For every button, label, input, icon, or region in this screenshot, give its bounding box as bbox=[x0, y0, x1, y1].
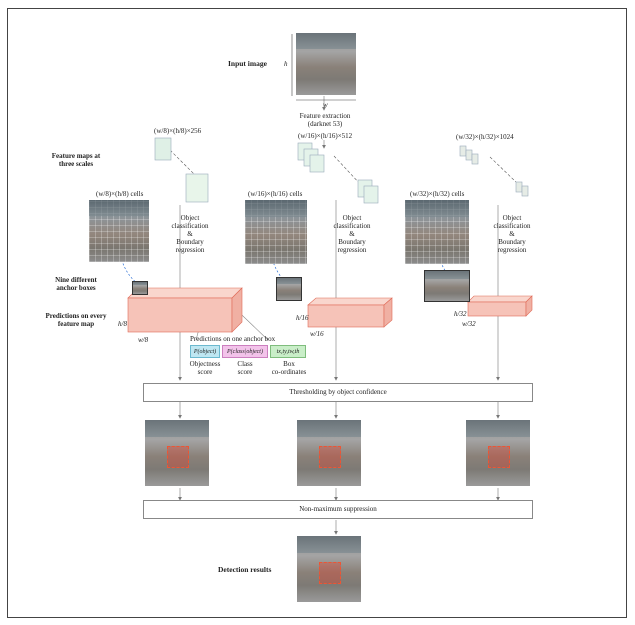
detection-image-2 bbox=[297, 420, 361, 486]
feature-extraction-label: Feature extraction (darknet 53) bbox=[299, 112, 351, 129]
detection-image-3 bbox=[466, 420, 530, 486]
grid-image-2 bbox=[245, 200, 307, 264]
dim-w-label: w bbox=[323, 101, 328, 109]
tensor-3-h: h/32 bbox=[454, 310, 467, 318]
prediction-tensor-1 bbox=[127, 287, 243, 333]
scale-3-cells: (w/32)×(h/32) cells bbox=[410, 190, 465, 198]
obj-class-label-3: Object classification & Boundary regress… bbox=[493, 214, 531, 255]
thresholding-box: Thresholding by object confidence bbox=[143, 383, 533, 402]
prediction-tensor-2 bbox=[307, 297, 393, 328]
obj-class-label-1: Object classification & Boundary regress… bbox=[171, 214, 209, 255]
chip-class: P(class|object) bbox=[222, 345, 268, 358]
scale-1-size: (w/8)×(h/8)×256 bbox=[154, 127, 202, 135]
feature-map-stack-2 bbox=[297, 142, 379, 204]
grid-image-3 bbox=[405, 200, 469, 264]
predictions-label: Predictions on every feature map bbox=[45, 312, 107, 329]
prediction-tensor-3 bbox=[467, 295, 533, 317]
objectness-score-label: Objectness score bbox=[189, 360, 221, 377]
scale-1-cells: (w/8)×(h/8) cells bbox=[96, 190, 144, 198]
anchor-crop-2 bbox=[276, 277, 302, 301]
chip-objectness: P(object) bbox=[190, 345, 220, 358]
tensor-2-w: w/16 bbox=[310, 330, 324, 338]
dim-h-label: h bbox=[284, 60, 288, 68]
anchor-label: Nine different anchor boxes bbox=[55, 276, 97, 293]
anchor-crop-3 bbox=[424, 270, 470, 302]
scale-3-size: (w/32)×(h/32)×1024 bbox=[456, 133, 514, 141]
anchor-crop-1 bbox=[132, 281, 148, 295]
scale-2-size: (w/16)×(h/16)×512 bbox=[298, 132, 353, 140]
tensor-3-w: w/32 bbox=[462, 320, 476, 328]
class-score-label: Class score bbox=[237, 360, 253, 377]
final-detection-image bbox=[297, 536, 361, 602]
detection-image-1 bbox=[145, 420, 209, 486]
nms-box: Non-maximum suppression bbox=[143, 500, 533, 519]
tensor-2-h: h/16 bbox=[296, 314, 309, 322]
feature-maps-label: Feature maps at three scales bbox=[51, 152, 101, 169]
input-image bbox=[296, 33, 356, 95]
figure-frame bbox=[7, 8, 627, 618]
box-coordinates-label: Box co-ordinates bbox=[271, 360, 307, 377]
chip-box: tx,ty,tw,th bbox=[270, 345, 306, 358]
scale-2-cells: (w/16)×(h/16) cells bbox=[248, 190, 303, 198]
tensor-1-w: w/8 bbox=[138, 336, 149, 344]
tensor-1-h: h/8 bbox=[118, 320, 127, 328]
obj-class-label-2: Object classification & Boundary regress… bbox=[333, 214, 371, 255]
pred-one-anchor-label: Predictions on one anchor box bbox=[190, 335, 276, 343]
detection-results-label: Detection results bbox=[218, 565, 272, 574]
feature-map-stack-1 bbox=[154, 137, 209, 203]
grid-image-1 bbox=[89, 200, 149, 262]
input-image-label: Input image bbox=[228, 59, 267, 68]
feature-map-stack-3 bbox=[459, 145, 529, 197]
